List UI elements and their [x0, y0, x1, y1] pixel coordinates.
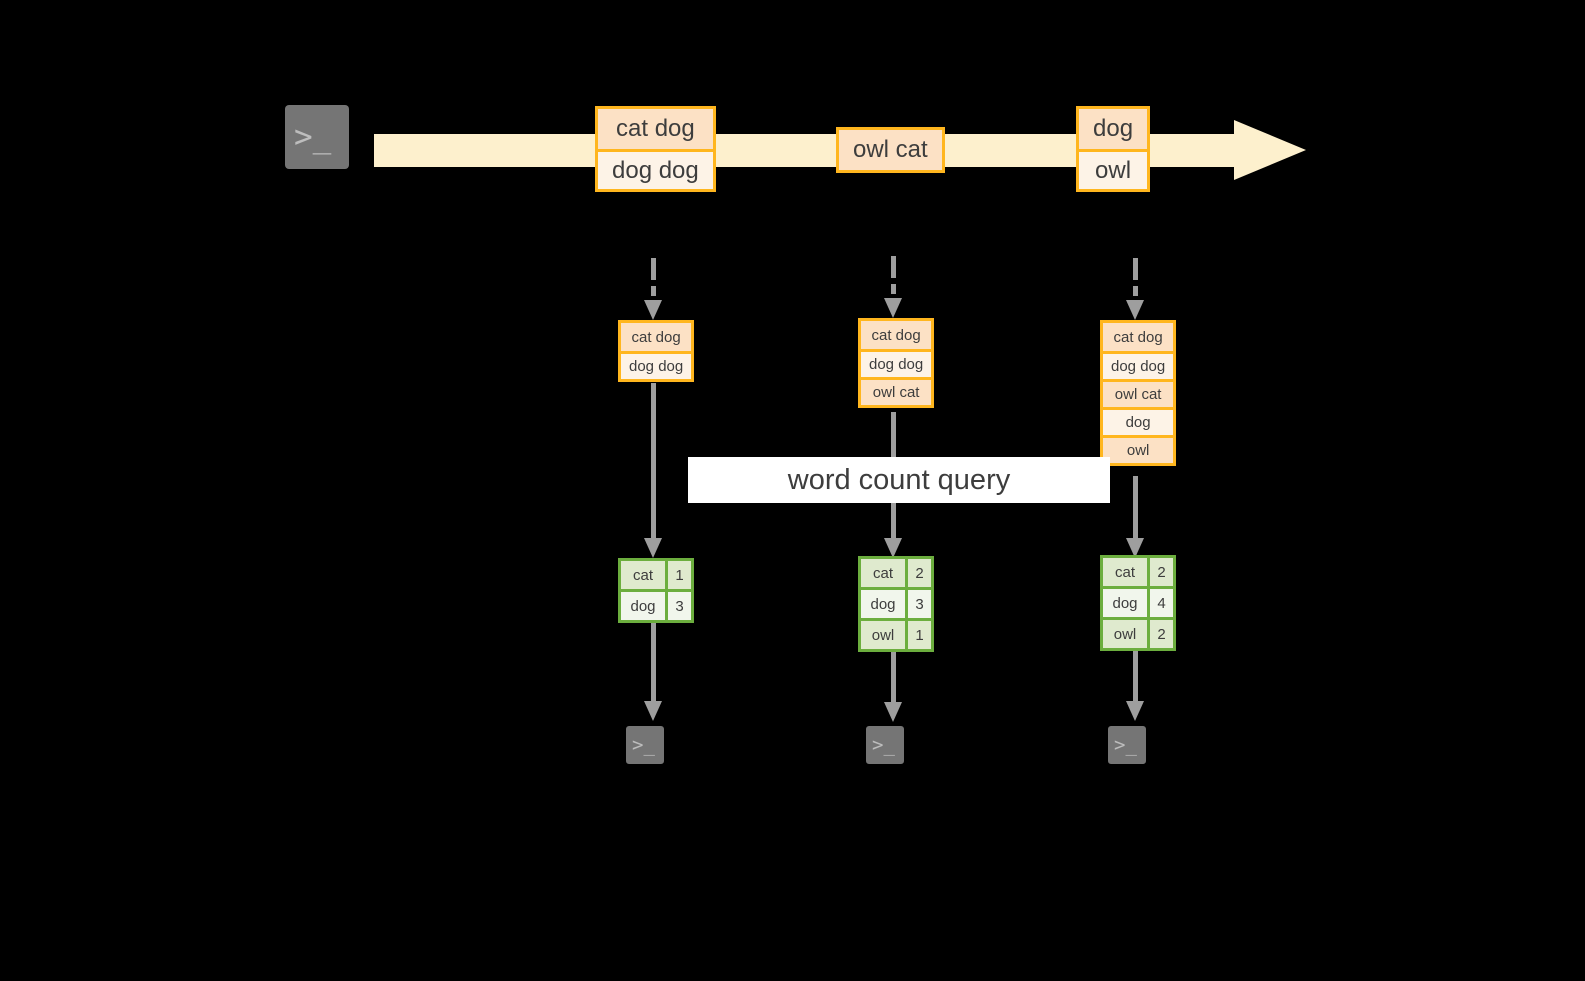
arrow-tip: [644, 300, 662, 320]
result-count: 2: [1147, 558, 1173, 586]
table-row: dog 4: [1103, 586, 1173, 617]
result-word: owl: [861, 621, 905, 649]
result-word: owl: [1103, 620, 1147, 648]
result-table-3: cat 2 dog 4 owl 2: [1100, 555, 1176, 651]
result-word: cat: [1103, 558, 1147, 586]
arrow-tip: [884, 298, 902, 318]
record-row: cat dog: [598, 109, 713, 149]
sink-terminal-icon-3: >_: [1100, 718, 1154, 772]
terminal-prompt-glyph: >_: [294, 118, 332, 155]
result-count: 3: [905, 590, 931, 618]
snapshot-records-1: cat dog dog dog: [618, 320, 695, 382]
record-row: dog: [1103, 407, 1174, 435]
sink-terminal-icon-2: >_: [858, 718, 912, 772]
terminal-prompt-glyph: >_: [1114, 733, 1137, 756]
record-row: cat dog: [861, 321, 932, 349]
arrow-tip: [884, 538, 902, 558]
table-row: dog 3: [621, 589, 691, 620]
arrow-tip: [1126, 300, 1144, 320]
result-table-2: cat 2 dog 3 owl 1: [858, 556, 934, 652]
stream-event-3: dog owl: [1076, 106, 1151, 192]
arrow-shaft: [651, 286, 656, 296]
result-count: 2: [1147, 620, 1173, 648]
arrow-shaft: [891, 284, 896, 294]
arrow-shaft: [891, 650, 896, 703]
result-count: 1: [665, 561, 691, 589]
arrow-shaft: [1133, 286, 1138, 296]
snapshot-records-3: cat dog dog dog owl cat dog owl: [1100, 320, 1177, 466]
arrow-shaft: [1133, 649, 1138, 702]
result-count: 4: [1147, 589, 1173, 617]
record-row: cat dog: [1103, 323, 1174, 351]
result-word: cat: [861, 559, 905, 587]
arrow-tip: [884, 702, 902, 722]
stream-event-1: cat dog dog dog: [595, 106, 716, 192]
record-row: owl: [1103, 435, 1174, 463]
result-word: dog: [861, 590, 905, 618]
record-row: dog dog: [621, 351, 692, 379]
stream-arrowhead: [1234, 120, 1306, 180]
query-label-band: word count query: [688, 457, 1110, 503]
table-row: dog 3: [861, 587, 931, 618]
terminal-prompt-glyph: >_: [872, 733, 895, 756]
arrow-shaft: [1133, 258, 1138, 280]
result-word: dog: [1103, 589, 1147, 617]
arrow-tip: [1126, 701, 1144, 721]
record-row: owl cat: [1103, 379, 1174, 407]
table-row: cat 2: [1103, 558, 1173, 586]
query-label: word count query: [787, 463, 1011, 496]
record-row: dog dog: [1103, 351, 1174, 379]
record-row: dog dog: [861, 349, 932, 377]
arrow-shaft: [651, 621, 656, 702]
record-row: dog: [1079, 109, 1148, 149]
table-row: owl 1: [861, 618, 931, 649]
arrow-shaft: [651, 258, 656, 280]
result-count: 1: [905, 621, 931, 649]
table-row: owl 2: [1103, 617, 1173, 648]
arrow-tip: [644, 538, 662, 558]
result-word: cat: [621, 561, 665, 589]
snapshot-records-2: cat dog dog dog owl cat: [858, 318, 935, 408]
arrow-tip: [644, 701, 662, 721]
record-row: cat dog: [621, 323, 692, 351]
record-row: owl cat: [839, 130, 942, 170]
source-terminal-icon: >_: [275, 95, 359, 179]
record-row: dog dog: [598, 149, 713, 189]
result-count: 3: [665, 592, 691, 620]
arrow-shaft: [1133, 476, 1138, 539]
terminal-prompt-glyph: >_: [632, 733, 655, 756]
result-count: 2: [905, 559, 931, 587]
table-row: cat 2: [861, 559, 931, 587]
arrow-shaft: [651, 383, 656, 539]
result-table-1: cat 1 dog 3: [618, 558, 694, 623]
stream-event-2: owl cat: [836, 127, 945, 173]
record-row: owl cat: [861, 377, 932, 405]
arrow-shaft: [891, 256, 896, 278]
table-row: cat 1: [621, 561, 691, 589]
record-row: owl: [1079, 149, 1148, 189]
sink-terminal-icon-1: >_: [618, 718, 672, 772]
result-word: dog: [621, 592, 665, 620]
arrow-tip: [1126, 538, 1144, 558]
